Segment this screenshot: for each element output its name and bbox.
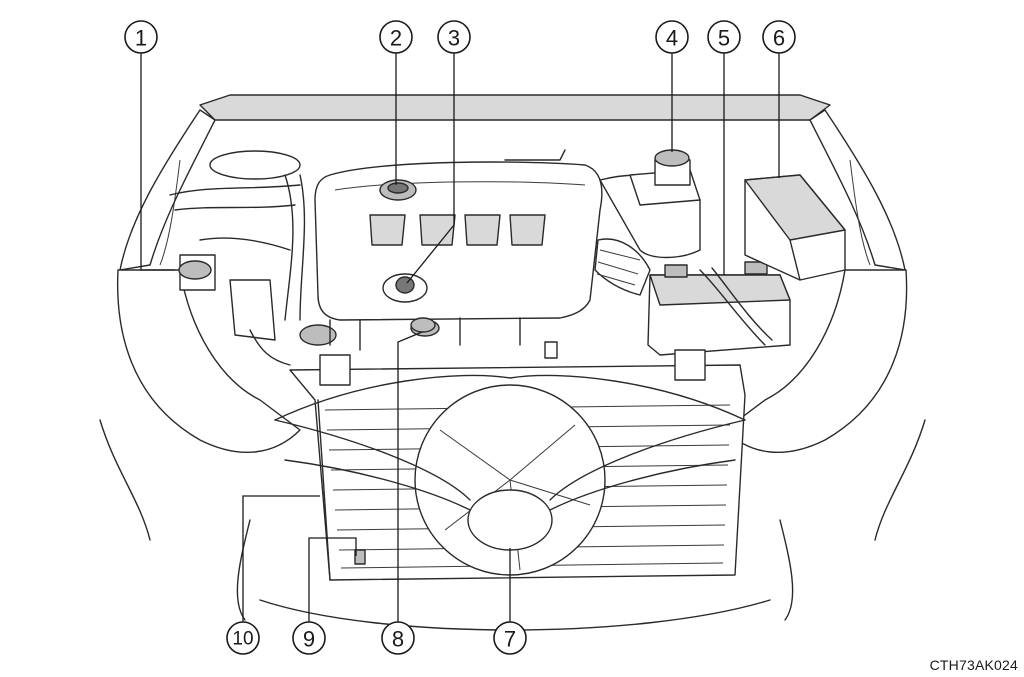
callout-6-label: 6 [773,26,785,51]
callout-8: 8 [381,621,415,655]
callout-4-label: 4 [666,26,678,51]
callout-9: 9 [292,621,326,655]
air-intake [504,149,701,296]
engine-cover [314,161,603,351]
vehicle-body [99,94,926,631]
callout-5-label: 5 [718,26,730,51]
radiator-assembly [274,317,746,581]
figure-code: CTH73AK024 [929,657,1018,673]
callout-3-label: 3 [448,26,460,51]
callout-1-label: 1 [135,26,147,51]
callout-6: 6 [762,20,796,54]
left-components [169,150,337,366]
callout-2: 2 [379,20,413,54]
leader-lines [140,53,780,622]
callout-3: 3 [437,20,471,54]
callout-4: 4 [655,20,689,54]
callout-7: 7 [493,621,527,655]
brake-fluid-reservoir [654,149,691,186]
callout-10: 10 [226,621,260,655]
callout-5: 5 [707,20,741,54]
callout-7-label: 7 [504,627,516,652]
callout-2-label: 2 [390,26,402,51]
battery [647,261,791,356]
callout-1: 1 [124,20,158,54]
callout-9-label: 9 [303,627,315,652]
fuse-box [744,174,846,281]
callout-8-label: 8 [392,627,404,652]
callout-10-label: 10 [232,629,253,650]
